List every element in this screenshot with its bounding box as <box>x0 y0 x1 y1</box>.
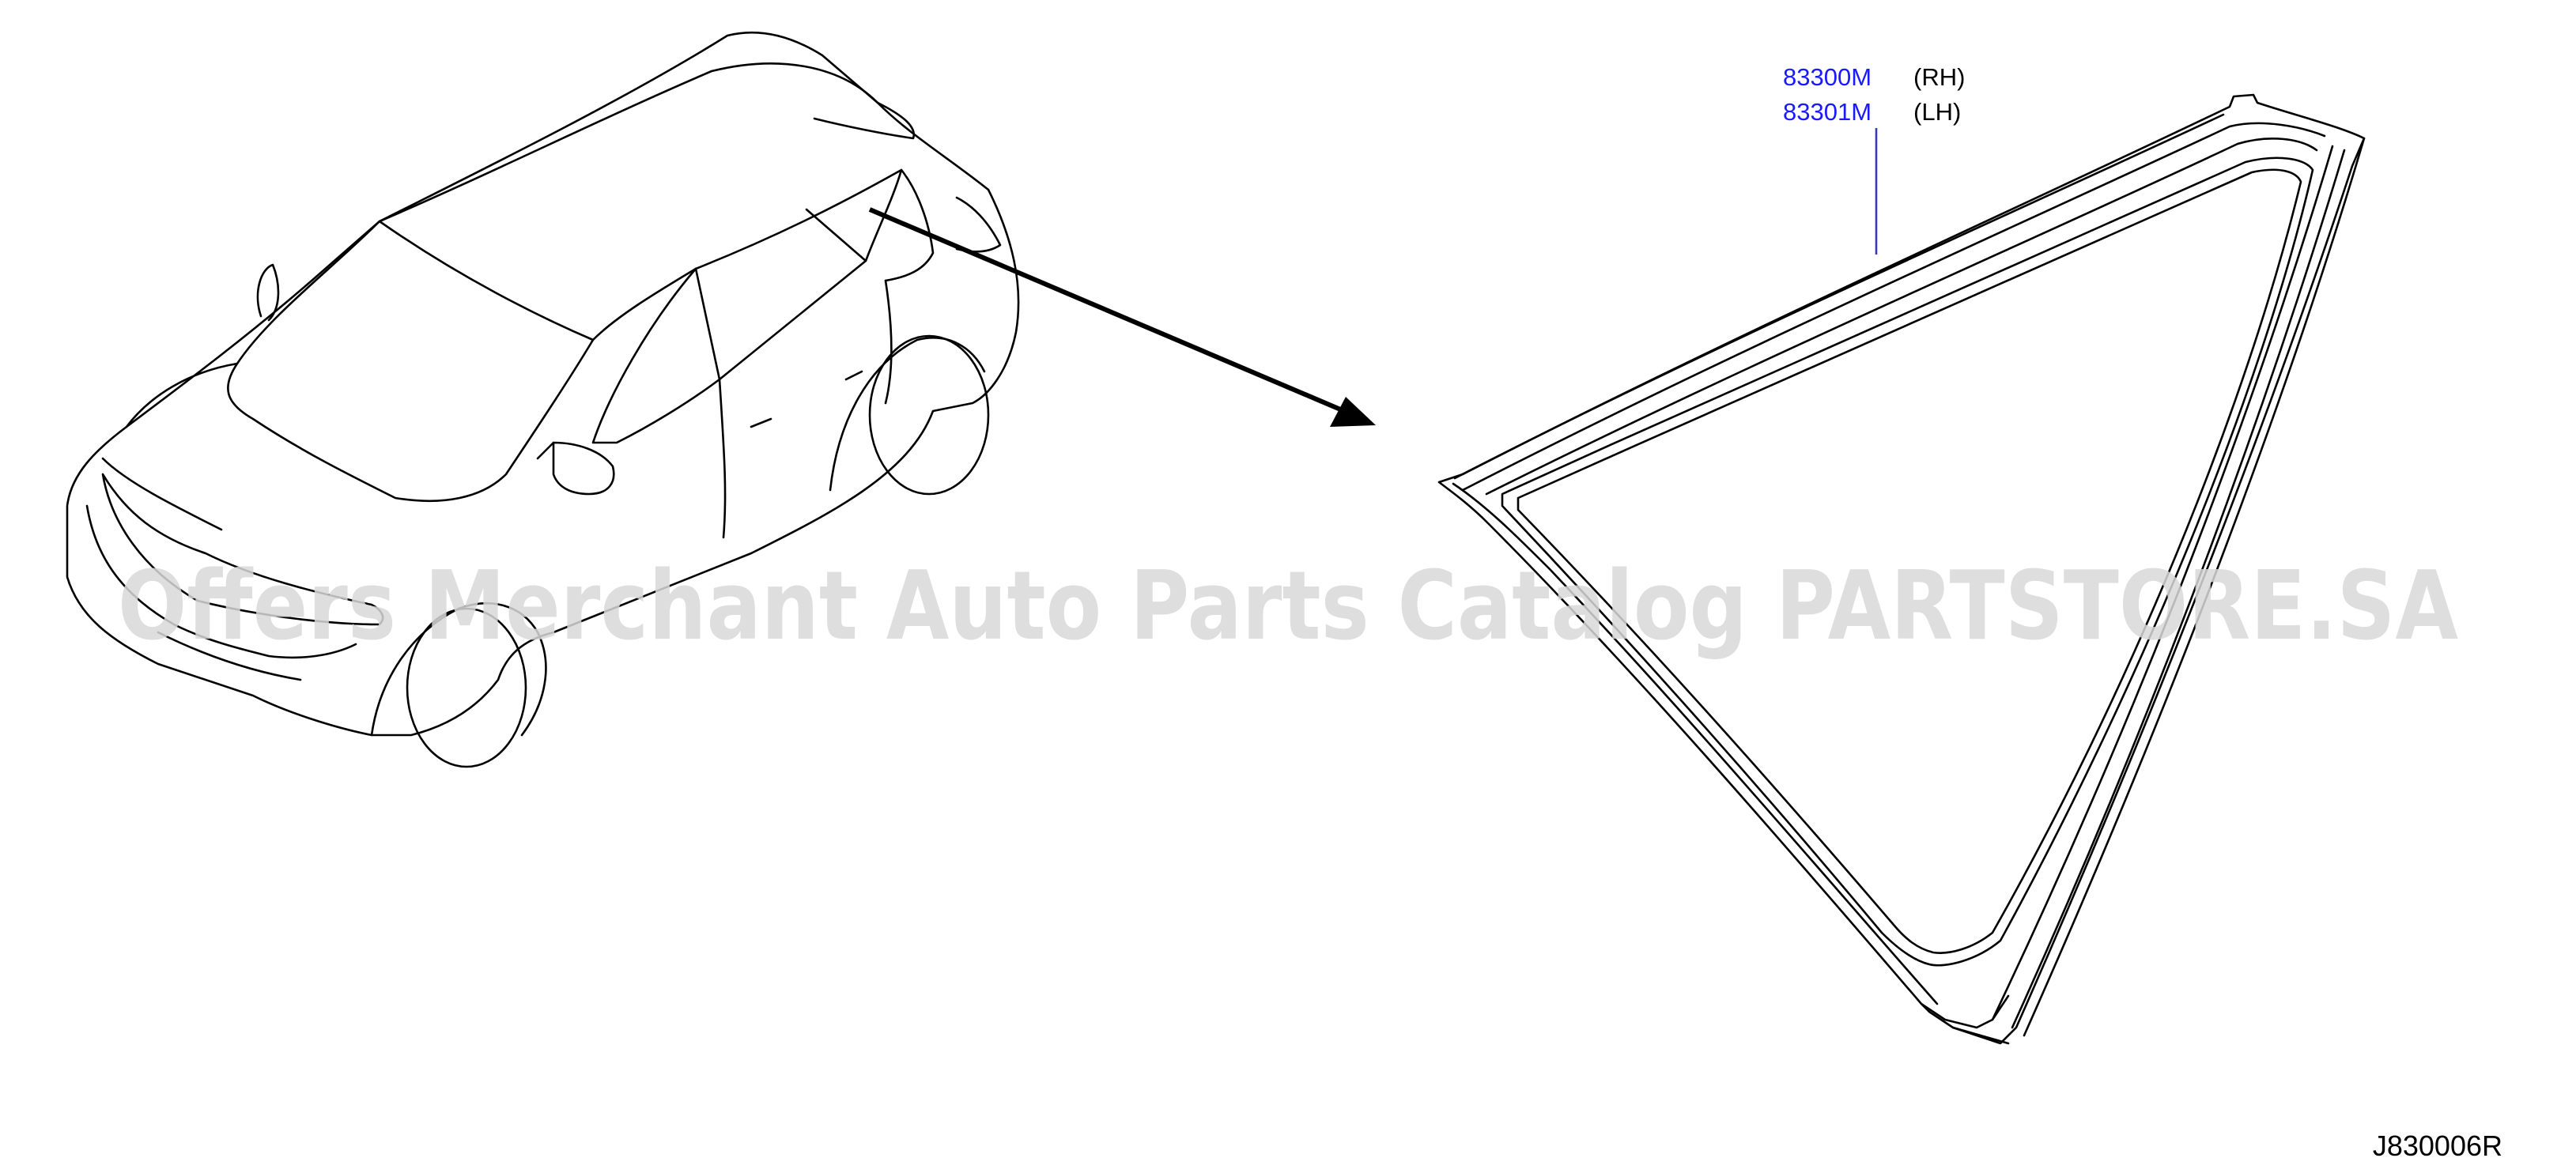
quarter-window-glass <box>1437 93 2366 1045</box>
part-side-rh: (RH) <box>1913 63 1965 91</box>
diagram-reference-code: J830006R <box>2373 1130 2502 1162</box>
part-side-lh: (LH) <box>1913 98 1961 126</box>
watermark-text: Offers Merchant Auto Parts Catalog PARTS… <box>118 552 2458 662</box>
pointer-arrow <box>868 207 1376 427</box>
part-number-lh[interactable]: 83301M <box>1783 98 1872 126</box>
vehicle-illustration <box>66 31 1020 768</box>
part-callout: 83300M (RH) 83301M (LH) <box>1783 63 1965 126</box>
part-number-rh[interactable]: 83300M <box>1783 63 1872 91</box>
